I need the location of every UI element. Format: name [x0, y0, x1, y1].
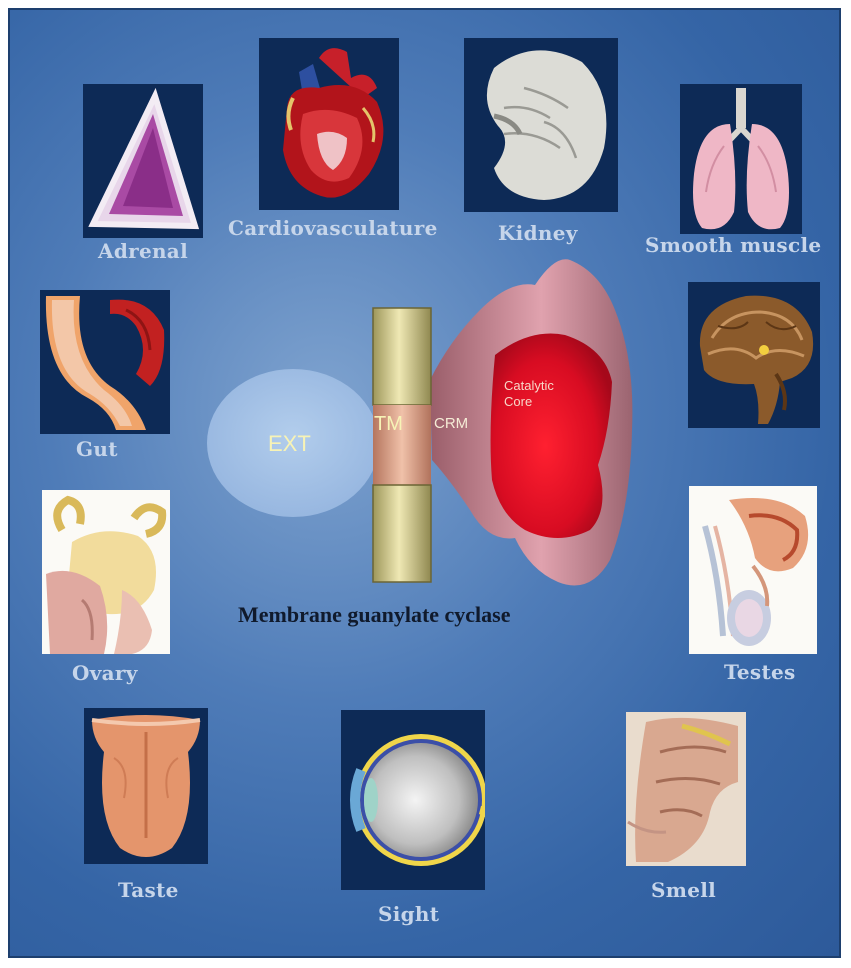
- smooth-muscle-label: Smooth muscle: [645, 233, 822, 257]
- kidney-label: Kidney: [498, 221, 578, 245]
- sight-label: Sight: [378, 902, 440, 926]
- tm-membrane-top: [372, 307, 432, 406]
- gut-image: [40, 290, 170, 434]
- smell-label: Smell: [651, 878, 717, 902]
- core-label-line2: Core: [504, 394, 532, 409]
- diagram-caption: Membrane guanylate cyclase: [238, 602, 511, 627]
- lungs-image: [680, 84, 802, 234]
- adrenal-label: Adrenal: [98, 239, 188, 263]
- ovary-label: Ovary: [72, 661, 138, 685]
- gut-label: Gut: [76, 437, 118, 461]
- ext-domain: [207, 369, 379, 517]
- figure-frame: Adrenal Cardiovasculature Kidney: [8, 8, 841, 958]
- testes-label: Testes: [724, 660, 796, 684]
- crm-label: CRM: [434, 415, 468, 432]
- nose-image: [626, 712, 746, 866]
- guanylate-cyclase-diagram: EXT TM CRM Catalytic Core: [207, 259, 633, 586]
- catalytic-core: [490, 333, 612, 538]
- core-label-line1: Catalytic: [504, 378, 554, 393]
- cardio-label: Cardiovasculature: [228, 216, 438, 240]
- heart-image: [259, 38, 399, 210]
- tm-segment: [373, 405, 431, 485]
- brain-image: [688, 282, 820, 428]
- adrenal-image: [83, 84, 203, 238]
- tongue-image: [84, 708, 208, 864]
- ovary-image: [42, 490, 170, 654]
- ext-label: EXT: [268, 431, 311, 456]
- taste-label: Taste: [118, 878, 179, 902]
- eye-image: [341, 710, 485, 890]
- tm-label: TM: [374, 413, 403, 435]
- testes-image: [689, 486, 817, 654]
- kidney-image: [464, 38, 618, 212]
- tm-membrane-bottom: [372, 484, 432, 583]
